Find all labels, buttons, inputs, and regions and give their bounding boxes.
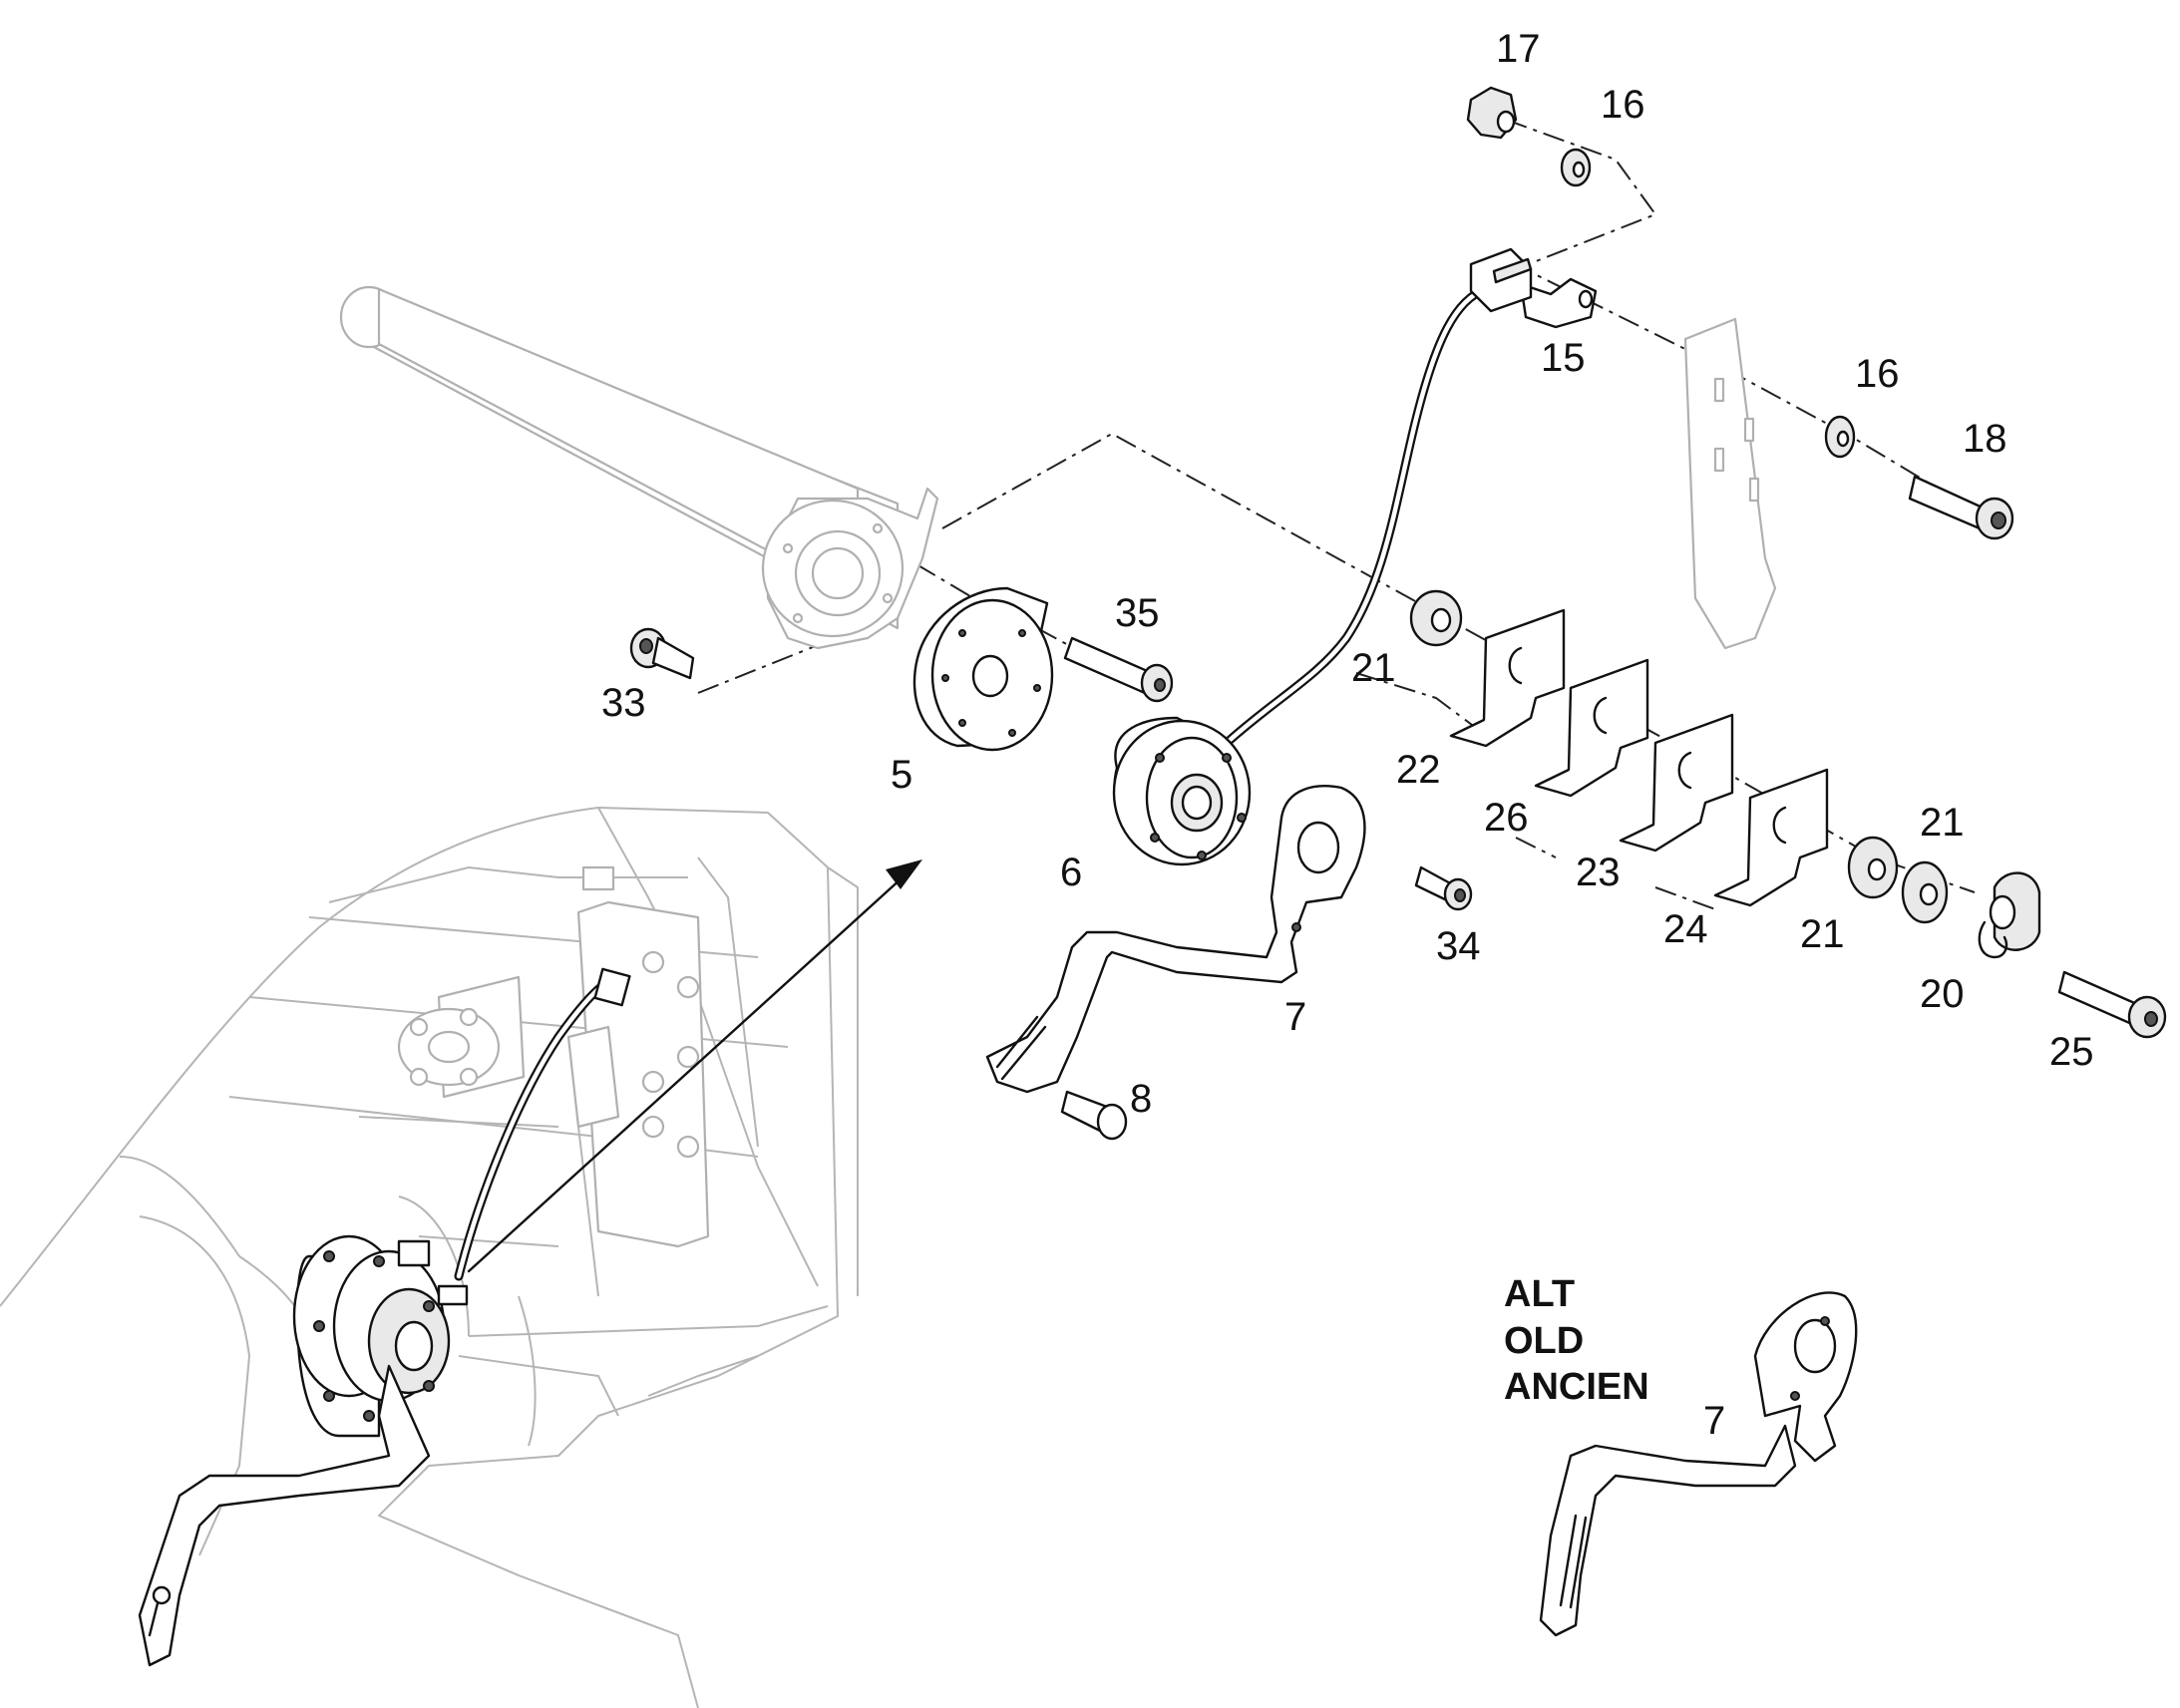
part-15-clip xyxy=(1519,277,1598,329)
part-7-bracket xyxy=(985,785,1366,1094)
part-8-pin xyxy=(1060,1090,1128,1141)
part-21-washer-a xyxy=(1409,589,1463,647)
part-20-clamp xyxy=(1978,871,2041,959)
callout-labels: 17 16 15 16 18 35 33 5 21 22 26 23 24 21… xyxy=(601,27,2094,1443)
callout-7: 7 xyxy=(1284,995,1306,1039)
part-16-washer-right xyxy=(1824,415,1856,459)
alt-note: ALT OLD ANCIEN xyxy=(1504,1273,1649,1408)
part-22-shim xyxy=(1449,608,1566,748)
callout-24: 24 xyxy=(1663,907,1708,951)
callout-5: 5 xyxy=(891,753,912,797)
part-21-washer-c xyxy=(1901,860,1949,924)
part-25-screw xyxy=(2057,970,2167,1039)
part-17-nut xyxy=(1466,86,1518,140)
callout-20: 20 xyxy=(1920,972,1965,1016)
callout-18: 18 xyxy=(1963,417,2007,461)
part-21-washer-b xyxy=(1847,836,1899,899)
callout-21-right: 21 xyxy=(1920,801,1965,845)
part-33-screw xyxy=(629,627,695,680)
callout-22: 22 xyxy=(1396,748,1441,792)
callout-26: 26 xyxy=(1484,796,1529,840)
callout-35: 35 xyxy=(1115,591,1160,635)
part-24-shim xyxy=(1713,768,1829,907)
part-26-shim xyxy=(1534,658,1649,798)
part-34-screw xyxy=(1414,865,1473,911)
callout-17: 17 xyxy=(1496,27,1541,71)
ancien-label: ANCIEN xyxy=(1504,1366,1649,1408)
part-16-washer-top xyxy=(1560,148,1592,187)
callout-23: 23 xyxy=(1576,851,1621,894)
callout-16-top: 16 xyxy=(1601,83,1645,127)
part-35-screw xyxy=(1063,636,1174,703)
part-5-adapter xyxy=(912,586,1054,752)
callout-7-alt: 7 xyxy=(1703,1399,1725,1443)
alt-label: ALT xyxy=(1504,1273,1575,1315)
callout-15: 15 xyxy=(1541,336,1586,380)
callout-21-top: 21 xyxy=(1351,646,1396,690)
assembled-view xyxy=(138,967,631,1667)
callout-16-right: 16 xyxy=(1855,352,1900,396)
old-label: OLD xyxy=(1504,1320,1584,1362)
callout-6: 6 xyxy=(1060,851,1082,894)
callout-8: 8 xyxy=(1130,1077,1152,1121)
callout-25: 25 xyxy=(2049,1030,2094,1074)
callout-34: 34 xyxy=(1436,924,1481,968)
part-6-encoder xyxy=(1112,247,1533,866)
part-23-shim xyxy=(1619,713,1734,853)
part-7-alt-bracket xyxy=(1539,1291,1858,1637)
locator-arrow xyxy=(467,859,922,1273)
callout-33: 33 xyxy=(601,681,646,725)
part-18-screw xyxy=(1908,475,2014,540)
callout-21-bottom: 21 xyxy=(1800,912,1845,956)
cylinder-reference xyxy=(339,285,1777,650)
